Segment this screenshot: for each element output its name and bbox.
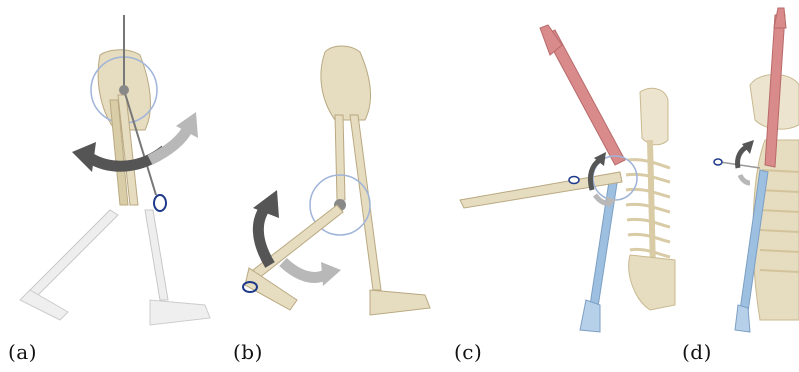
rotation-handle[interactable] xyxy=(569,177,579,184)
panel-a-hip-rotation: (a) xyxy=(0,0,230,372)
raised-arm-muscle xyxy=(545,30,625,165)
panel-d-shoulder-side: (d) xyxy=(680,0,799,372)
rotation-arrow-light xyxy=(740,175,750,183)
rotation-arrow-light xyxy=(283,262,325,277)
knee-skeleton-illustration xyxy=(225,0,445,372)
hip-skeleton-illustration xyxy=(0,0,230,372)
pivot-point xyxy=(119,85,129,95)
rotation-handle[interactable] xyxy=(714,159,722,165)
shoulder-side-illustration xyxy=(680,0,799,372)
rotation-handle[interactable] xyxy=(154,195,166,211)
panel-label-b: (b) xyxy=(233,340,263,364)
rotation-arrow-light xyxy=(150,128,188,160)
panel-label-c: (c) xyxy=(454,340,482,364)
panel-c-shoulder-rotation: (c) xyxy=(450,0,680,372)
panel-b-knee-rotation: (b) xyxy=(225,0,445,372)
hanging-arm-vessels xyxy=(590,175,618,307)
panel-label-d: (d) xyxy=(682,340,712,364)
shoulder-skeleton-illustration xyxy=(450,0,680,372)
panel-label-a: (a) xyxy=(8,340,37,364)
horizontal-arm-bone xyxy=(460,172,622,208)
rotation-arrow-dark xyxy=(258,205,270,265)
